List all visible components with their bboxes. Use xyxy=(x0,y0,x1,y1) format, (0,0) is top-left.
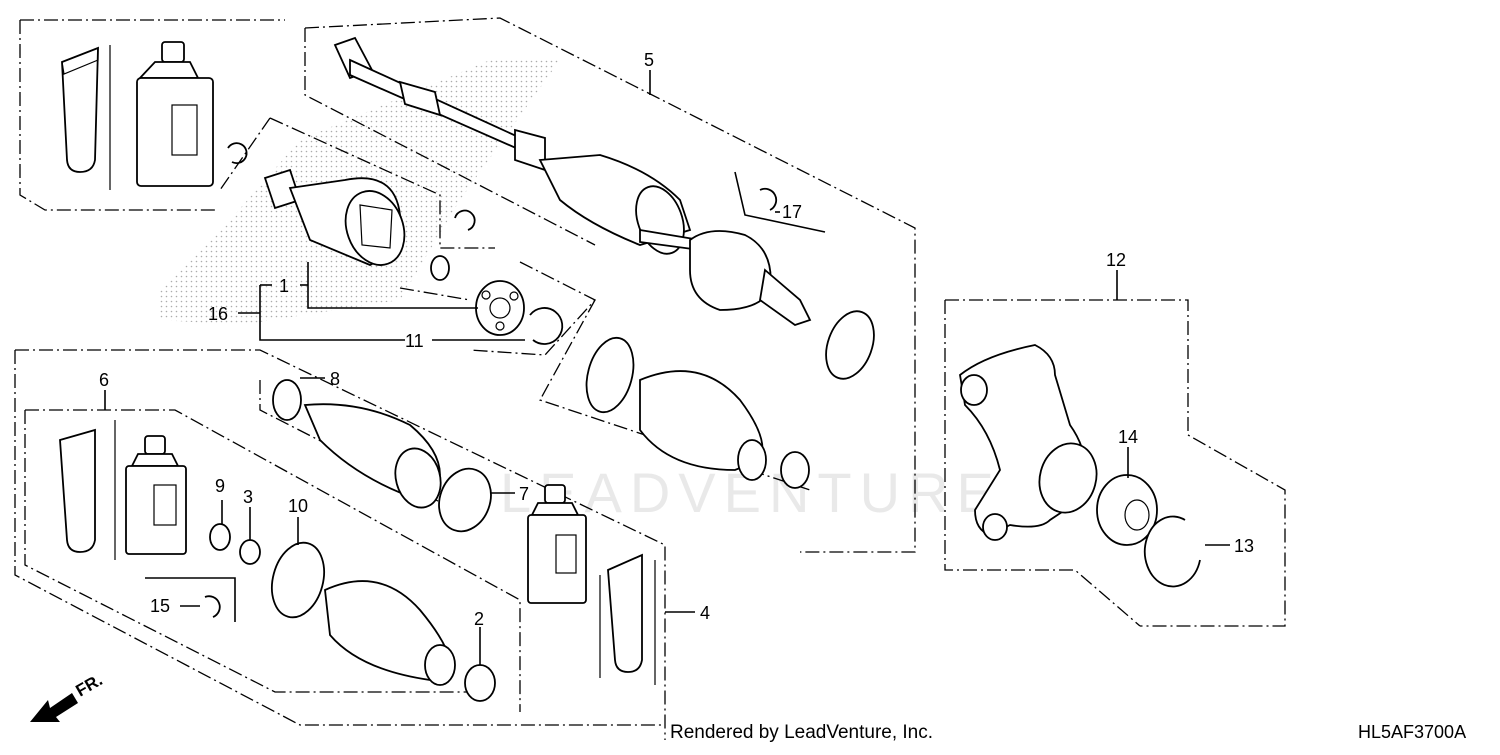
oil-bottle-kit-icon xyxy=(527,484,587,604)
callout-15: 15 xyxy=(150,596,170,616)
front-direction-indicator: FR. xyxy=(30,670,106,722)
middle-boot-assembly xyxy=(585,336,810,489)
callout-8: 8 xyxy=(330,369,340,389)
callout-2: 2 xyxy=(474,609,484,629)
callout-10: 10 xyxy=(288,496,308,516)
callout-13: 13 xyxy=(1234,536,1254,556)
cv-joint-housing-icon xyxy=(263,168,406,266)
band-8-icon xyxy=(272,379,302,421)
callout-5: 5 xyxy=(644,50,654,70)
callout-3: 3 xyxy=(243,487,253,507)
grease-tube-kit-icon xyxy=(607,553,643,673)
ring-15-icon xyxy=(204,595,221,618)
band-7-icon xyxy=(438,467,492,533)
ring-3-icon xyxy=(239,539,261,565)
callout-9: 9 xyxy=(215,476,225,496)
boot-kit-6 xyxy=(24,409,521,712)
outer-cv-joint-icon xyxy=(689,230,772,311)
callout-17: 17 xyxy=(782,202,802,222)
callout-7: 7 xyxy=(519,484,529,504)
snap-ring-icon xyxy=(227,142,248,165)
ring-17-bracket xyxy=(734,171,826,233)
circlip-icon xyxy=(529,307,564,345)
callout-6: 6 xyxy=(99,370,109,390)
oil-bottle-6-icon xyxy=(125,435,187,555)
small-ring-icon xyxy=(430,255,450,281)
leader-lines xyxy=(104,70,1230,665)
front-arrow-icon xyxy=(30,693,78,722)
oil-bottle-icon xyxy=(136,41,214,187)
callout-11: 11 xyxy=(405,331,424,351)
tripod-bearing-icon xyxy=(475,280,525,336)
boot-band-icon xyxy=(514,128,546,172)
driveshaft-assembly xyxy=(304,17,916,553)
outer-boot-icon xyxy=(324,580,451,681)
band-10-icon xyxy=(271,541,325,619)
outer-boot-kit xyxy=(14,349,666,740)
inner-snap-ring-icon xyxy=(454,209,476,231)
band-2-icon xyxy=(464,664,496,702)
footer-credit: Rendered by LeadVenture, Inc. xyxy=(670,722,933,743)
grease-tube-6-icon xyxy=(59,428,96,553)
callout-16: 16 xyxy=(208,304,228,324)
large-band-icon xyxy=(825,310,875,380)
inner-joint-assembly xyxy=(219,117,597,356)
ring-9-icon xyxy=(209,523,231,551)
callout-4: 4 xyxy=(700,603,710,623)
callout-12: 12 xyxy=(1106,250,1126,270)
callout-1: 1 xyxy=(279,276,289,296)
front-label: FR. xyxy=(73,670,106,700)
grease-kit-top xyxy=(19,19,285,211)
callout-numbers: 1 2 3 4 5 6 7 8 9 10 11 12 13 14 15 16 1… xyxy=(99,50,1254,629)
grease-tube-icon xyxy=(61,46,99,173)
callout-14: 14 xyxy=(1118,427,1138,447)
bearing-14-icon xyxy=(1096,474,1158,546)
footer-code: HL5AF3700A xyxy=(1358,722,1466,742)
circlip-13-icon xyxy=(1143,515,1201,588)
knuckle-assembly xyxy=(944,299,1286,627)
